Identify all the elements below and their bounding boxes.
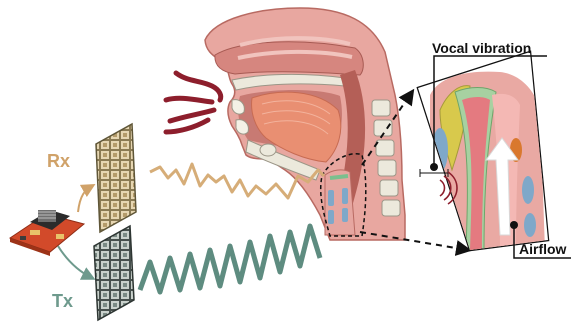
zoom-line-bottom [360, 232, 468, 250]
tx-link-arrow [58, 246, 92, 278]
larynx-zoom-icon [410, 45, 555, 255]
head-cross-section-icon [205, 8, 405, 240]
circuit-board-icon [10, 210, 84, 256]
airflow-point [510, 221, 518, 229]
tx-wave [140, 226, 320, 292]
vocal-point [430, 163, 438, 171]
sound-wave-icon [166, 73, 221, 132]
vocal-vibration-label: Vocal vibration [432, 40, 531, 56]
tx-antenna-array-icon [94, 226, 134, 320]
rx-link-arrow [78, 186, 92, 212]
rx-antenna-array-icon [96, 124, 136, 232]
rx-label: Rx [47, 151, 70, 172]
tx-label: Tx [52, 291, 73, 312]
airflow-label: Airflow [519, 241, 566, 257]
